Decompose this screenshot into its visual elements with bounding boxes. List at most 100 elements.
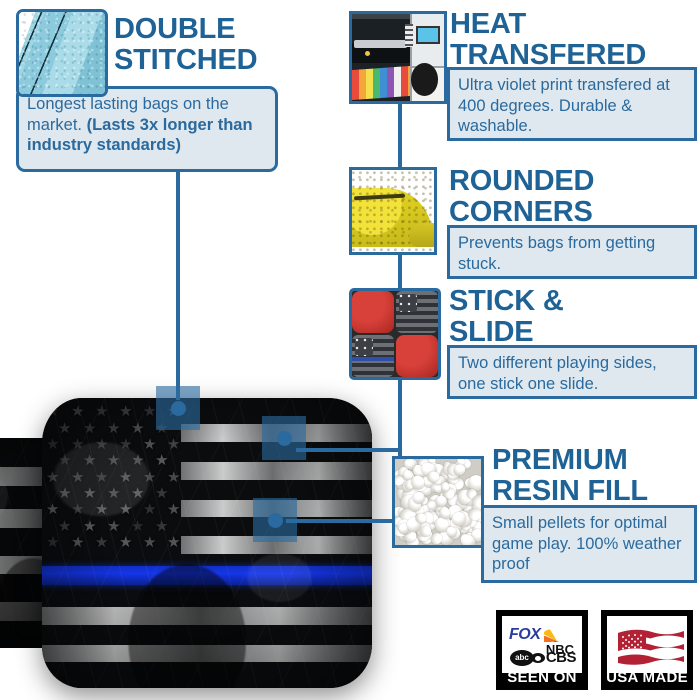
flag-star-icon: ★ — [131, 486, 145, 502]
connector-resin-horz — [286, 519, 392, 523]
premium-resin-fill-panel: Small pellets for optimal game play. 100… — [481, 505, 697, 583]
hotspot-dot-icon — [171, 401, 186, 416]
nbc-peacock-icon — [544, 620, 570, 642]
stick-and-slide-heading: STICK & SLIDE — [449, 286, 699, 348]
flag-star-icon: ★ — [95, 470, 109, 485]
usa-made-badge: USA MADE — [601, 610, 693, 690]
flag-star-icon: ★ — [167, 469, 181, 485]
flag-star-icon: ★ — [155, 486, 169, 501]
american-flag-icon — [616, 625, 686, 669]
flag-star-icon: ★ — [94, 436, 109, 452]
flag-star-icon: ★ — [119, 535, 133, 550]
hotspot-premium-resin-fill[interactable] — [253, 498, 297, 542]
double-stitched-thumbnail — [16, 9, 108, 97]
flag-star-icon: ★ — [107, 486, 121, 501]
flag-star-icon: ★ — [70, 502, 84, 518]
stick-and-slide-body: Two different playing sides, one stick o… — [458, 354, 657, 393]
cbs-logo: CBS — [531, 649, 576, 666]
flag-star-icon: ★ — [46, 404, 60, 420]
heat-transferred-body: Ultra violet print transfered at 400 deg… — [458, 76, 670, 135]
flag-star-icon: ★ — [83, 486, 97, 501]
yellow-bag-image — [352, 170, 434, 252]
double-stitched-panel: Longest lasting bags on the market. (Las… — [16, 86, 278, 172]
flag-star-icon: ★ — [82, 518, 96, 534]
flag-star-icon: ★ — [94, 404, 109, 420]
cbs-eye-icon — [531, 653, 545, 663]
heat-transferred-heading: HEAT TRANSFERED — [450, 9, 700, 71]
connector-heat-hotspot-horz — [296, 448, 402, 452]
double-stitched-heading: DOUBLE STITCHED — [114, 14, 344, 76]
flag-star-icon: ★ — [131, 518, 145, 534]
flag-star-icon: ★ — [167, 502, 181, 518]
flag-star-icon: ★ — [119, 502, 132, 517]
seen-on-badge: FOX NBC abc CBS SEEN ON — [496, 610, 588, 690]
hotspot-heat-transferred[interactable] — [262, 416, 306, 460]
flag-star-icon: ★ — [46, 437, 60, 453]
flag-star-icon: ★ — [58, 420, 72, 435]
stick-and-slide-thumbnail — [349, 288, 441, 380]
flag-star-icon: ★ — [70, 437, 84, 453]
rounded-corners-heading: ROUNDED CORNERS — [449, 166, 699, 228]
flag-star-icon: ★ — [82, 453, 96, 468]
flag-star-icon: ★ — [167, 535, 181, 550]
connector-right-spine-1 — [398, 255, 402, 288]
flag-star-icon: ★ — [118, 437, 132, 453]
seen-on-logos: FOX NBC abc CBS — [502, 616, 582, 673]
heat-transferred-panel: Ultra violet print transfered at 400 deg… — [447, 67, 697, 141]
premium-resin-fill-body: Small pellets for optimal game play. 100… — [492, 514, 682, 573]
flag-star-icon: ★ — [58, 453, 72, 468]
fox-logo: FOX — [509, 626, 540, 644]
flag-star-icon: ★ — [119, 404, 133, 419]
flag-star-icon: ★ — [58, 518, 72, 534]
flag-star-icon: ★ — [107, 420, 121, 436]
rounded-corners-panel: Prevents bags from getting stuck. — [447, 225, 697, 279]
rounded-corners-body: Prevents bags from getting stuck. — [458, 234, 655, 273]
flag-star-icon: ★ — [155, 518, 169, 534]
flag-star-icon: ★ — [70, 404, 85, 420]
rounded-corners-thumbnail — [349, 167, 437, 255]
connector-heat-transferred-vert — [398, 104, 402, 168]
flag-star-icon: ★ — [118, 469, 133, 485]
flag-star-icon: ★ — [106, 518, 120, 534]
usa-made-caption: USA MADE — [603, 669, 691, 686]
product-image: ★★★★★★★★★★★★★★★★★★★★★★★★★★★★★★★★★★★★★★★★… — [0, 390, 400, 680]
thin-blue-line-stripe — [42, 566, 372, 585]
heat-transferred-thumbnail — [349, 11, 447, 104]
flag-star-icon: ★ — [131, 420, 145, 436]
resin-pellet — [472, 495, 484, 508]
flag-star-icon: ★ — [58, 485, 72, 501]
flag-star-icon: ★ — [46, 469, 61, 485]
hotspot-double-stitched[interactable] — [156, 386, 200, 430]
stitched-fabric-image — [19, 12, 105, 94]
printer-image — [352, 14, 444, 101]
primary-bag-flag-art: ★★★★★★★★★★★★★★★★★★★★★★★★★★★★★★★★★★★★★★★★… — [42, 398, 372, 688]
primary-cornhole-bag: ★★★★★★★★★★★★★★★★★★★★★★★★★★★★★★★★★★★★★★★★… — [42, 398, 372, 688]
seen-on-caption: SEEN ON — [498, 669, 586, 686]
flag-star-icon: ★ — [143, 404, 157, 419]
flag-star-icon: ★ — [130, 453, 145, 469]
stick-and-slide-panel: Two different playing sides, one stick o… — [447, 345, 697, 399]
stick-slide-bags-image — [352, 291, 438, 377]
premium-resin-fill-thumbnail — [392, 456, 484, 548]
flag-star-icon: ★ — [70, 534, 85, 550]
hotspot-dot-icon — [277, 431, 292, 446]
usa-flag-area — [607, 616, 687, 673]
resin-pellets-image — [395, 459, 481, 545]
hotspot-dot-icon — [268, 513, 283, 528]
flag-star-icon: ★ — [46, 534, 60, 550]
flag-star-icon: ★ — [46, 502, 60, 518]
premium-resin-fill-heading: PREMIUM RESIN FILL — [492, 445, 700, 507]
flag-star-icon: ★ — [143, 535, 157, 550]
flag-star-icon: ★ — [167, 437, 181, 453]
flag-star-icon: ★ — [143, 436, 158, 452]
flag-star-icon: ★ — [107, 453, 121, 468]
connector-double-stitched — [176, 172, 180, 400]
flag-star-icon: ★ — [155, 453, 169, 468]
flag-star-icon: ★ — [94, 502, 108, 518]
flag-star-icon: ★ — [143, 469, 157, 485]
flag-star-icon: ★ — [82, 420, 96, 436]
flag-star-icon: ★ — [95, 535, 109, 550]
flag-star-icon: ★ — [143, 502, 157, 517]
flag-star-icon: ★ — [70, 469, 84, 485]
